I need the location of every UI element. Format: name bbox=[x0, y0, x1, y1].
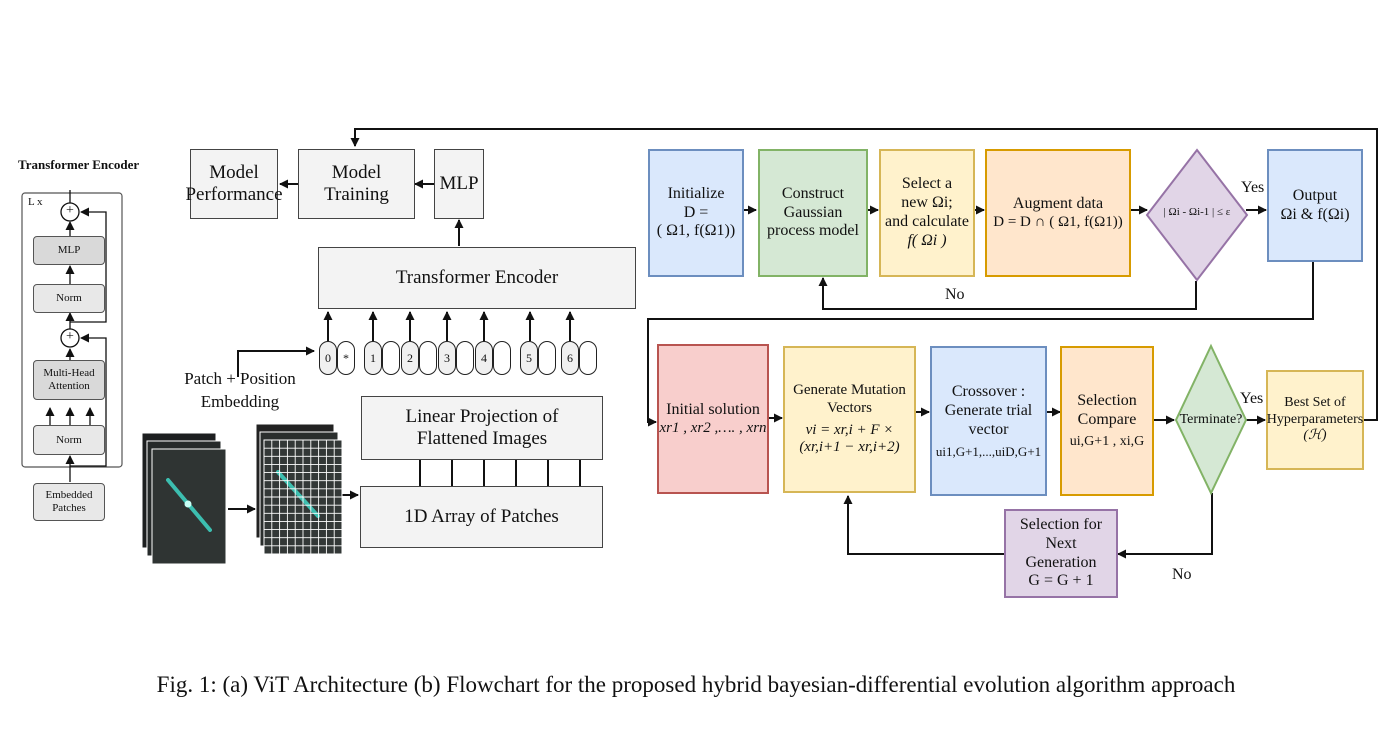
output-line-2: Ωi & f(Ωi) bbox=[1280, 205, 1350, 223]
crossover-line-1: Crossover : bbox=[951, 383, 1026, 401]
enc-skip-1 bbox=[70, 333, 107, 467]
selection-line-2: Compare bbox=[1077, 410, 1137, 428]
de-yes-label: Yes bbox=[1240, 390, 1264, 407]
crossover-line-3: vector bbox=[968, 420, 1009, 438]
construct-gp-line-2: Gaussian bbox=[783, 203, 843, 221]
mutation-line-3: vi = xr,i + F × bbox=[805, 421, 894, 438]
arrow-terminate-no bbox=[1117, 493, 1213, 559]
construct-gp-box: Construct Gaussian process model bbox=[758, 149, 868, 277]
initialize-line-1: Initialize bbox=[667, 184, 725, 202]
initialize-line-2: D = bbox=[683, 203, 709, 221]
construct-gp-line-3: process model bbox=[767, 222, 859, 240]
token-4-embed bbox=[493, 341, 511, 375]
encoder-norm-top: Norm bbox=[33, 284, 105, 313]
augment-data-box: Augment data D = D ∩ ( Ω1, f(Ω1)) bbox=[985, 149, 1131, 277]
arrow-patch-embed bbox=[237, 346, 315, 377]
patch-grid-stack bbox=[255, 423, 343, 555]
plus-circle-top bbox=[60, 202, 80, 222]
best-set-line-3: (ℋ) bbox=[1303, 428, 1327, 444]
input-image-stack bbox=[141, 432, 227, 565]
construct-gp-line-1: Construct bbox=[781, 184, 845, 202]
mutation-box: Generate Mutation Vectors vi = xr,i + F … bbox=[783, 346, 916, 493]
select-new-line-1: Select a bbox=[901, 175, 953, 193]
select-new-box: Select a new Ωi; and calculate f( Ωi ) bbox=[879, 149, 975, 277]
crossover-line-2: Generate trial bbox=[944, 401, 1033, 419]
initialize-line-3: ( Ω1, f(Ω1)) bbox=[656, 222, 736, 240]
token-0: 0 bbox=[319, 341, 337, 375]
enc-skip-2 bbox=[70, 207, 107, 323]
token-cls: * bbox=[337, 341, 355, 375]
token-1: 1 bbox=[364, 341, 382, 375]
model-training-box: Model Training bbox=[298, 149, 415, 219]
initial-solution-line-2: xr1 , xr2 ,…. , xrn bbox=[659, 419, 767, 436]
initialize-box: Initialize D = ( Ω1, f(Ω1)) bbox=[648, 149, 744, 277]
select-new-line-4: f( Ωi ) bbox=[907, 231, 947, 249]
encoder-mlp-block: MLP bbox=[33, 236, 105, 265]
selection-line-3: ui,G+1 , xi,G bbox=[1069, 433, 1145, 449]
terminate-diamond bbox=[1174, 343, 1248, 496]
plus-circle-mid bbox=[60, 328, 80, 348]
select-new-line-2: new Ωi; bbox=[901, 194, 953, 212]
crossover-line-4: ui1,G+1,...,uiD,G+1 bbox=[935, 443, 1042, 459]
token-3-embed bbox=[456, 341, 474, 375]
encoder-attention-block: Multi-Head Attention bbox=[33, 360, 105, 400]
best-set-line-1: Best Set of bbox=[1284, 395, 1346, 411]
initial-solution-line-1: Initial solution bbox=[666, 400, 760, 418]
augment-line-2: D = D ∩ ( Ω1, f(Ω1)) bbox=[993, 213, 1123, 230]
next-gen-line-2: Generation bbox=[1025, 553, 1097, 571]
crossover-box: Crossover : Generate trial vector ui1,G+… bbox=[930, 346, 1047, 496]
mlp-box: MLP bbox=[434, 149, 484, 219]
token-6: 6 bbox=[561, 341, 579, 375]
convergence-condition: | Ωi - Ωi-1 | ≤ ε bbox=[1163, 206, 1231, 218]
select-new-line-3: and calculate bbox=[885, 213, 969, 230]
encoder-input-block: Embedded Patches bbox=[33, 483, 105, 521]
next-generation-box: Selection for Next Generation G = G + 1 bbox=[1004, 509, 1118, 598]
output-box: Output Ωi & f(Ωi) bbox=[1267, 149, 1363, 262]
bayes-yes-label: Yes bbox=[1241, 179, 1265, 196]
model-performance-box: Model Performance bbox=[185, 149, 283, 219]
token-5-embed bbox=[538, 341, 556, 375]
arrow-best-to-training bbox=[350, 128, 1378, 421]
best-hyperparameters-box: Best Set of Hyperparameters (ℋ) bbox=[1266, 370, 1364, 470]
de-no-label: No bbox=[1172, 566, 1192, 583]
plus-symbol-top: + bbox=[66, 203, 74, 218]
next-gen-line-3: G = G + 1 bbox=[1028, 572, 1094, 590]
selection-box: Selection Compare ui,G+1 , xi,G bbox=[1060, 346, 1154, 496]
token-3: 3 bbox=[438, 341, 456, 375]
token-6-embed bbox=[579, 341, 597, 375]
token-4: 4 bbox=[475, 341, 493, 375]
next-gen-line-1: Selection for Next bbox=[1019, 515, 1103, 552]
transformer-encoder-box: Transformer Encoder bbox=[318, 247, 636, 309]
bayes-no-label: No bbox=[945, 286, 965, 303]
mutation-line-4: (xr,i+1 − xr,i+2) bbox=[799, 439, 900, 456]
encoder-repeat-label: L x bbox=[28, 196, 43, 208]
arrow-nextgen-loop bbox=[843, 495, 1004, 555]
output-line-1: Output bbox=[1292, 186, 1338, 204]
convergence-diamond bbox=[1145, 148, 1249, 282]
patch-array-box: 1D Array of Patches bbox=[360, 486, 603, 548]
token-2: 2 bbox=[401, 341, 419, 375]
encoder-panel-frame bbox=[21, 192, 123, 468]
token-1-embed bbox=[382, 341, 400, 375]
token-5: 5 bbox=[520, 341, 538, 375]
mutation-line-1: Generate Mutation bbox=[793, 382, 906, 399]
token-2-embed bbox=[419, 341, 437, 375]
arrow-output-to-de bbox=[647, 262, 1314, 427]
patch-position-embedding-label: Patch + Position Embedding bbox=[184, 369, 296, 411]
arrow-no-loop bbox=[818, 277, 1197, 310]
linear-projection-box: Linear Projection of Flattened Images bbox=[361, 396, 603, 460]
selection-line-1: Selection bbox=[1077, 391, 1137, 409]
mutation-line-2: Vectors bbox=[827, 399, 872, 416]
best-set-line-2: Hyperparameters bbox=[1266, 411, 1364, 427]
plus-symbol-mid: + bbox=[66, 329, 74, 344]
encoder-norm-bottom: Norm bbox=[33, 425, 105, 455]
initial-solution-box: Initial solution xr1 , xr2 ,…. , xrn bbox=[657, 344, 769, 494]
figure-caption: Fig. 1: (a) ViT Architecture (b) Flowcha… bbox=[156, 672, 1236, 697]
encoder-panel-title: Transformer Encoder bbox=[18, 157, 140, 172]
augment-line-1: Augment data bbox=[1012, 194, 1104, 212]
terminate-label: Terminate? bbox=[1179, 412, 1243, 427]
